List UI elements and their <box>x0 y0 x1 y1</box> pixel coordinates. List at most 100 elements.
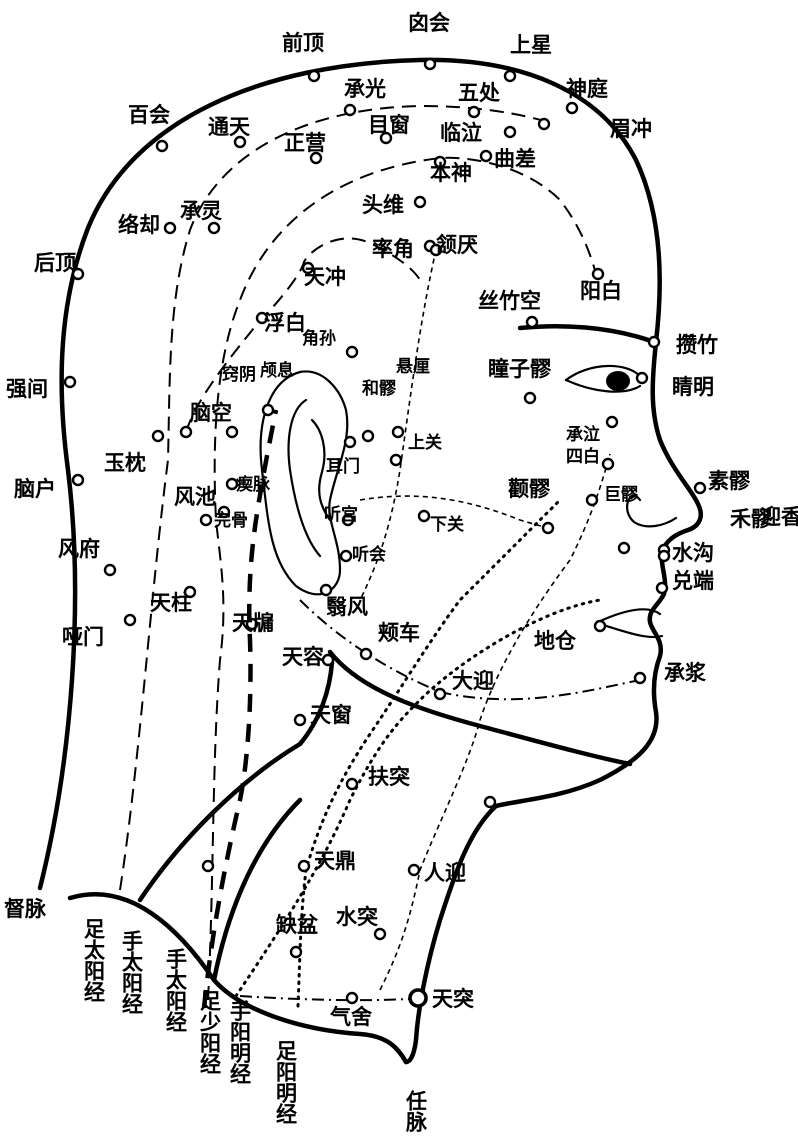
acupoint-marker <box>408 988 428 1008</box>
label-yifeng: 翳风 <box>326 594 368 619</box>
acupoint-marker <box>433 155 447 169</box>
acupoint-marker <box>647 335 661 349</box>
label-renmai: 任脉 <box>404 1089 429 1133</box>
acupoint-marker <box>601 457 615 471</box>
label-chengguang: 承光 <box>344 76 386 101</box>
acupoint-marker <box>391 425 405 439</box>
acupoint-labels: 前顶 囟会 上星 百会 通天 络却 承光 五处 神庭 眉冲 正营 目窗 临泣 曲… <box>6 10 798 1029</box>
label-ermen: 耳门 <box>326 456 360 477</box>
label-heliao: 和髎 <box>362 379 397 399</box>
label-shangxing: 上星 <box>510 32 552 57</box>
label-shou-yangming: 手阳明经 <box>228 1000 253 1084</box>
neck-back <box>137 659 335 903</box>
label-xiaguan: 下关 <box>430 514 464 535</box>
acupoint-marker <box>207 221 221 235</box>
acupoint-marker <box>343 435 357 449</box>
label-sizhukong: 丝竹空 <box>478 288 541 313</box>
acupoint-marker <box>503 125 517 139</box>
acupoint-marker <box>225 425 239 439</box>
channel-face-cross <box>359 495 551 529</box>
acupoint-marker <box>199 513 213 527</box>
acupoint-marker <box>307 69 321 83</box>
label-tiantu: 天突 <box>432 986 474 1011</box>
ear-outer <box>259 370 349 596</box>
acupoint-marker <box>123 613 137 627</box>
label-wangu: 完骨 <box>214 510 248 531</box>
label-yingxiang: 迎香 <box>760 504 798 529</box>
lips <box>596 608 664 639</box>
acupoint-marker <box>345 991 359 1005</box>
acupoint-marker <box>467 105 481 119</box>
acupoint-marker <box>293 713 307 727</box>
label-xinhui: 囟会 <box>408 10 450 35</box>
label-shuigou: 水沟 <box>672 540 714 565</box>
label-zu-yangming: 足阳明经 <box>274 1040 299 1124</box>
acupoint-marker <box>179 425 193 439</box>
neck-front <box>403 803 499 1065</box>
acupoint-marker <box>537 117 551 131</box>
label-tianchong: 天冲 <box>304 264 346 289</box>
acupoint-marker <box>633 671 647 685</box>
nostril <box>626 494 678 528</box>
acupoint-marker <box>103 563 117 577</box>
acupoint-marker <box>289 945 303 959</box>
acupoint-marker <box>155 139 169 153</box>
label-dumai: 督脉 <box>4 896 47 921</box>
acupoint-marker <box>373 927 387 941</box>
label-tianding: 天鼎 <box>314 848 356 873</box>
jaw-line <box>327 649 633 767</box>
label-chengjiang: 承浆 <box>664 660 707 685</box>
label-tongtian: 通天 <box>208 114 251 139</box>
acupoint-marker <box>591 267 605 281</box>
acupoint-marker <box>585 493 599 507</box>
label-zu-shaoyang: 足少阳经 <box>198 990 223 1074</box>
label-duiduan: 兑端 <box>672 568 714 593</box>
label-chengqi: 承泣 <box>566 424 600 445</box>
acupoint-marker <box>433 687 447 701</box>
label-renying: 人迎 <box>424 860 466 885</box>
acupoint-marker <box>693 481 707 495</box>
acupoint-marker <box>183 585 197 599</box>
eye-lower <box>564 378 642 393</box>
acupoint-marker <box>479 149 493 163</box>
label-luoque: 络却 <box>118 212 160 237</box>
channel-li <box>234 598 602 998</box>
acupoint-marker <box>151 429 165 443</box>
acupoint-marker <box>523 391 537 405</box>
acupoint-marker <box>71 473 85 487</box>
acupoint-marker <box>657 549 671 563</box>
label-qiangjian: 强间 <box>6 376 48 401</box>
label-tinghui: 听会 <box>352 544 386 565</box>
label-yamen: 哑门 <box>62 624 104 649</box>
label-naokong: 脑空 <box>190 400 232 425</box>
head-outline <box>37 57 703 891</box>
label-naohu: 脑户 <box>14 476 56 501</box>
acupoint-marker <box>339 549 353 563</box>
label-meichong: 眉冲 <box>610 116 652 141</box>
label-futu: 扶突 <box>368 764 410 789</box>
label-jingming: 睛明 <box>672 374 714 399</box>
label-qucha: 曲差 <box>494 146 536 171</box>
acupoint-marker <box>361 429 375 443</box>
acupoint-marker <box>345 345 359 359</box>
label-houding: 后顶 <box>34 250 76 275</box>
acupoint-marker <box>321 653 335 667</box>
label-tianrong: 天容 <box>282 644 324 669</box>
eye-upper <box>564 364 642 382</box>
label-juliao: 巨髎 <box>604 485 639 505</box>
acupoint-marker <box>407 863 421 877</box>
eyebrow <box>517 324 657 345</box>
eye-pupil <box>606 371 630 391</box>
label-shou-taiyang: 手太阳经 <box>120 930 145 1014</box>
acupoint-marker <box>417 509 431 523</box>
label-touwei: 头维 <box>362 192 404 217</box>
acupoint-marker <box>359 647 373 661</box>
acupoint-marker <box>319 583 333 597</box>
ear-inner <box>287 398 322 558</box>
acupoint-marker <box>541 521 555 535</box>
label-shenting: 神庭 <box>566 76 608 101</box>
channel-gb-inner <box>207 156 597 1001</box>
label-quepen: 缺盆 <box>276 912 319 937</box>
acupoint-marker <box>225 477 239 491</box>
